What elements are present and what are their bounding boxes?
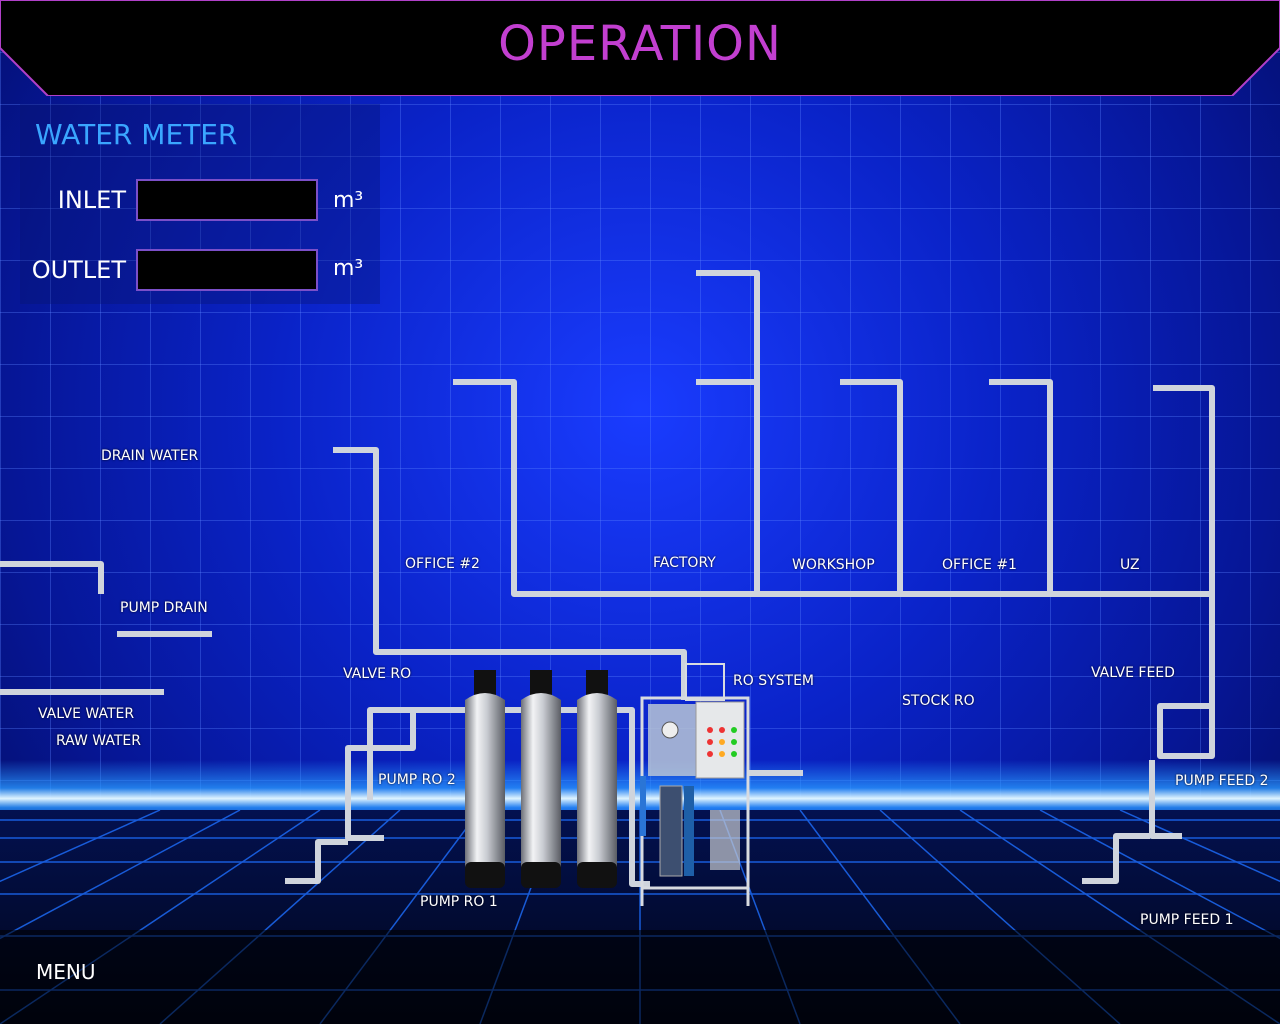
pump-ro1-pipe xyxy=(285,839,348,884)
pump-drain-label: PUMP DRAIN xyxy=(120,600,208,616)
factory-pipe xyxy=(696,270,760,594)
header-bar xyxy=(0,0,1280,96)
filter-tank-2 xyxy=(521,670,561,888)
office2-label: OFFICE #2 xyxy=(405,556,480,572)
filter-tanks xyxy=(465,670,617,888)
workshop-label: WORKSHOP xyxy=(792,557,875,573)
menu-bar xyxy=(0,930,1280,1024)
inlet-unit: m³ xyxy=(333,188,364,213)
drain-pipe xyxy=(0,561,104,594)
pump-feed1-label: PUMP FEED 1 xyxy=(1140,912,1234,928)
office1-pipe xyxy=(989,379,1053,594)
menu-button[interactable]: MENU xyxy=(36,960,96,984)
raw-water-label: RAW WATER xyxy=(56,733,141,749)
background-grid xyxy=(0,0,1280,800)
valve-water-label: VALVE WATER xyxy=(38,706,135,722)
factory-label: FACTORY xyxy=(653,555,716,571)
drain-water-label: DRAIN WATER xyxy=(101,448,199,464)
stock-ro-label: STOCK RO xyxy=(902,693,975,709)
filter-tank-1 xyxy=(465,670,505,888)
ro-system-unit xyxy=(640,663,750,906)
page-title: OPERATION xyxy=(498,16,782,72)
valve-ro-label: VALVE RO xyxy=(343,666,412,682)
control-panel-lights xyxy=(707,727,737,757)
uz-pipe xyxy=(1153,385,1215,759)
pump-ro1-label: PUMP RO 1 xyxy=(420,894,498,910)
workshop-pipe xyxy=(840,379,903,594)
feed2-pipe xyxy=(1149,760,1182,839)
ro-system-label: RO SYSTEM xyxy=(733,673,814,689)
main-header-pipe xyxy=(453,379,1212,597)
filter-tank-3 xyxy=(577,670,617,888)
valve-feed-label: VALVE FEED xyxy=(1091,665,1175,681)
outlet-unit: m³ xyxy=(333,256,364,281)
inlet-label: INLET xyxy=(57,186,126,214)
office1-label: OFFICE #1 xyxy=(942,557,1017,573)
pump-ro2-label: PUMP RO 2 xyxy=(378,772,456,788)
office2-pipe xyxy=(333,447,687,700)
inlet-meter-field[interactable] xyxy=(136,179,318,221)
uz-label: UZ xyxy=(1120,557,1140,573)
feed1-pipe xyxy=(1082,833,1150,884)
pump-feed2-label: PUMP FEED 2 xyxy=(1175,773,1269,789)
outlet-label: OUTLET xyxy=(31,256,126,284)
ro-feed-pipe xyxy=(367,707,650,887)
pump-ro2-pipe xyxy=(345,712,416,841)
water-meter-title: WATER METER xyxy=(35,118,238,151)
outlet-meter-field[interactable] xyxy=(136,249,318,291)
